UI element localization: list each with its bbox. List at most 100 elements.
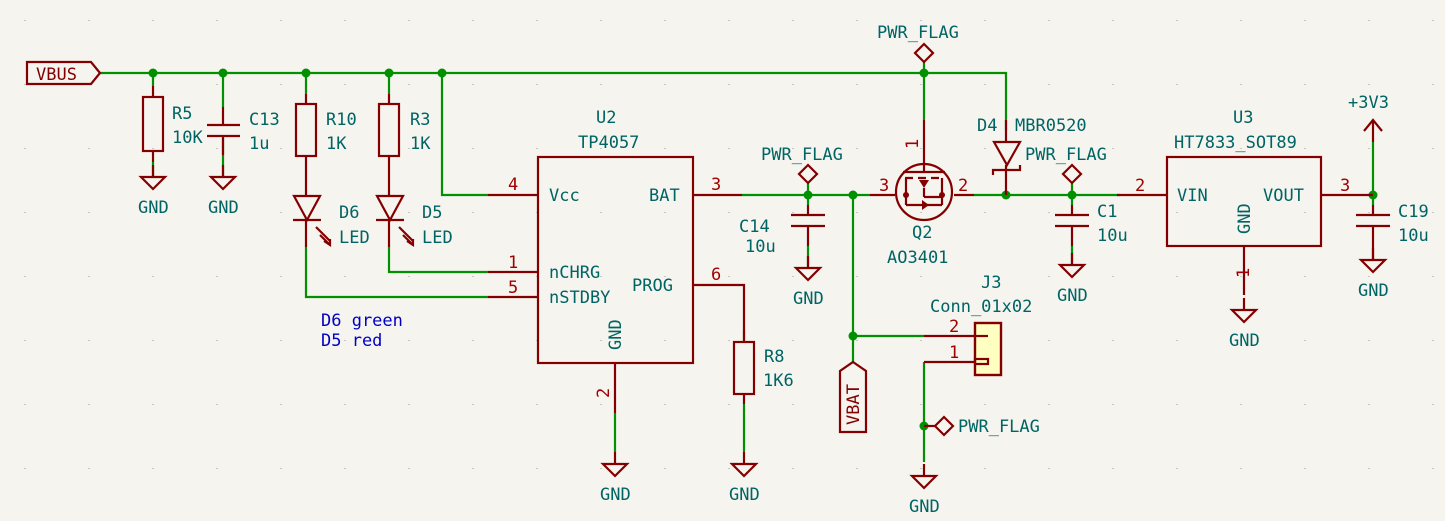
grid-dot: [1368, 84, 1370, 85]
grid-dot: [984, 468, 986, 469]
resistor-r3[interactable]: R3 1K: [377, 94, 431, 196]
r3-ref: R3: [410, 110, 430, 130]
grid-dot: [1112, 468, 1114, 469]
grid-dot: [24, 340, 26, 341]
junction: [803, 190, 813, 200]
ic-u2[interactable]: U2 TP4057 4 1 5 3 6 2 Vcc BAT nCHRG nSTD…: [488, 108, 746, 413]
u3-pin2-number: 2: [1135, 176, 1145, 196]
connector-j3[interactable]: 2 1 J3 Conn_01x02: [924, 273, 1032, 377]
junction: [437, 68, 447, 78]
diode-d4[interactable]: D4 MBR0520: [977, 116, 1087, 195]
grid-dot: [344, 276, 346, 277]
grid-dot: [984, 20, 986, 21]
u2-pin6-number: 6: [711, 265, 721, 285]
j3-pin2-number: 2: [949, 317, 959, 337]
mosfet-q2[interactable]: 1 3 2 Q2 AO3401: [870, 120, 974, 268]
gnd-c1[interactable]: GND: [1057, 253, 1088, 306]
vbus-label-text: VBUS: [36, 65, 77, 85]
grid-dot: [280, 84, 282, 85]
capacitor-c1[interactable]: C1 10u: [1055, 202, 1128, 246]
grid-dot: [920, 20, 922, 21]
grid-dot: [1176, 84, 1178, 85]
j3-pin1-number: 1: [949, 343, 959, 363]
gnd-u2[interactable]: GND: [600, 452, 631, 505]
gnd-r5[interactable]: GND: [138, 165, 169, 218]
gnd-u3[interactable]: GND: [1229, 298, 1260, 351]
pwr-flag-label: PWR_FLAG: [1025, 145, 1107, 165]
j3-value: Conn_01x02: [930, 297, 1032, 317]
grid-dot: [1432, 212, 1434, 213]
pwr-flag-label: PWR_FLAG: [877, 23, 959, 43]
ground-icon: [208, 175, 238, 191]
grid-dot: [1432, 20, 1434, 21]
resistor-r10[interactable]: R10 1K: [294, 94, 357, 196]
pwr-flag-vsys[interactable]: PWR_FLAG: [1025, 145, 1107, 185]
grid-dot: [88, 468, 90, 469]
ground-icon: [1229, 308, 1259, 324]
grid-dot: [1304, 468, 1306, 469]
gnd-j3[interactable]: GND: [909, 464, 940, 517]
c1-value: 10u: [1097, 226, 1128, 246]
c13-ref: C13: [249, 110, 280, 130]
grid-dot: [984, 84, 986, 85]
grid-dot: [152, 148, 154, 149]
resistor-r8[interactable]: R8 1K6: [732, 330, 794, 404]
grid-dot: [728, 276, 730, 277]
grid-dot: [1176, 20, 1178, 21]
u2-pin-nchrg: nCHRG: [549, 263, 600, 283]
pwr-flag-gnd[interactable]: PWR_FLAG: [924, 415, 1040, 437]
d6-value: LED: [339, 228, 370, 248]
note-line-1: D6 green: [321, 311, 403, 331]
grid-dot: [24, 404, 26, 405]
junction: [919, 68, 929, 78]
capacitor-c19[interactable]: C19 10u: [1356, 202, 1429, 260]
regulator-u3[interactable]: U3 HT7833_SOT89 2 3 1 VIN VOUT GND: [1117, 108, 1373, 295]
gnd-label: GND: [729, 485, 760, 505]
grid-dot: [1304, 20, 1306, 21]
grid-dot: [1304, 276, 1306, 277]
pwr-flag-top[interactable]: PWR_FLAG: [877, 23, 959, 64]
gnd-c13[interactable]: GND: [208, 165, 239, 218]
grid-dot: [600, 468, 602, 469]
grid-dot: [1240, 84, 1242, 85]
grid-dot: [920, 212, 922, 213]
global-label-vbat[interactable]: VBAT: [838, 360, 868, 434]
grid-dot: [920, 84, 922, 85]
grid-dot: [1304, 404, 1306, 405]
capacitor-c14[interactable]: C14 10u: [739, 205, 825, 257]
led-d5[interactable]: D5 LED: [375, 194, 453, 248]
resistor-r5[interactable]: R5 10K: [141, 86, 203, 162]
power-3v3[interactable]: +3V3: [1348, 93, 1389, 142]
gnd-c19[interactable]: GND: [1358, 248, 1389, 301]
grid-dot: [536, 84, 538, 85]
grid-dot: [664, 212, 666, 213]
junction: [218, 68, 228, 78]
gnd-label: GND: [208, 198, 239, 218]
r5-value: 10K: [172, 128, 203, 148]
grid-dot: [1304, 148, 1306, 149]
grid-dot: [216, 340, 218, 341]
grid-dot: [1432, 340, 1434, 341]
grid-dot: [1176, 340, 1178, 341]
grid-dot: [280, 404, 282, 405]
r8-ref: R8: [764, 347, 784, 367]
capacitor-c13[interactable]: C13 1u: [207, 107, 280, 155]
gnd-r8[interactable]: GND: [729, 452, 760, 505]
grid-dot: [408, 404, 410, 405]
grid-dot: [856, 276, 858, 277]
gnd-label: GND: [1057, 286, 1088, 306]
grid-dot: [664, 340, 666, 341]
grid-dot: [920, 468, 922, 469]
gnd-c14[interactable]: GND: [793, 256, 824, 309]
d6-ref: D6: [339, 203, 359, 223]
ground-icon: [1057, 263, 1087, 279]
vbat-label-text: VBAT: [844, 384, 864, 425]
grid-dot: [920, 404, 922, 405]
led-d6[interactable]: D6 LED: [292, 194, 370, 248]
grid-dot: [664, 276, 666, 277]
grid-dot: [600, 404, 602, 405]
grid-dot: [1112, 20, 1114, 21]
pwr-flag-bat[interactable]: PWR_FLAG: [761, 145, 843, 185]
global-label-vbus[interactable]: VBUS: [25, 60, 102, 86]
